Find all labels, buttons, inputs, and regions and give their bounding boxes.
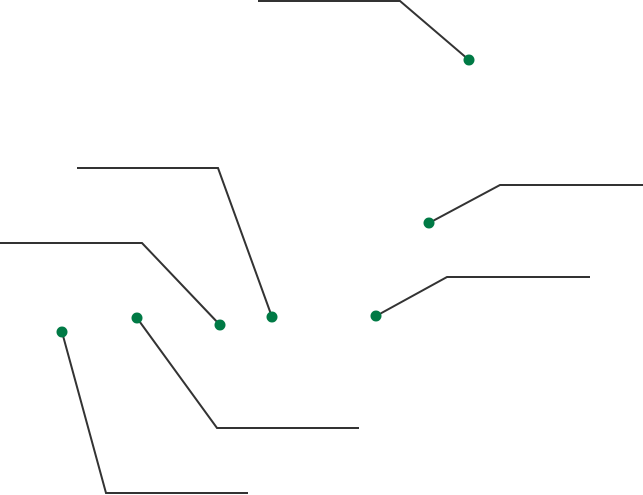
markers-group — [56, 54, 475, 338]
callout-6-marker — [131, 312, 143, 324]
callout-4-marker — [214, 319, 226, 331]
callout-2-marker — [266, 311, 278, 323]
callout-7-leader-line — [61, 331, 248, 494]
callout-2-leader-line — [77, 167, 273, 318]
callout-3-marker — [423, 217, 435, 229]
callout-1-marker — [463, 54, 475, 66]
callout-4-leader-line — [0, 242, 221, 326]
callout-3-leader-line — [428, 184, 643, 224]
callout-1-leader-line — [258, 0, 470, 61]
callout-5-marker — [370, 310, 382, 322]
callout-7-marker — [56, 326, 68, 338]
callout-6-leader-line — [136, 317, 359, 429]
callout-5-leader-line — [375, 276, 590, 317]
